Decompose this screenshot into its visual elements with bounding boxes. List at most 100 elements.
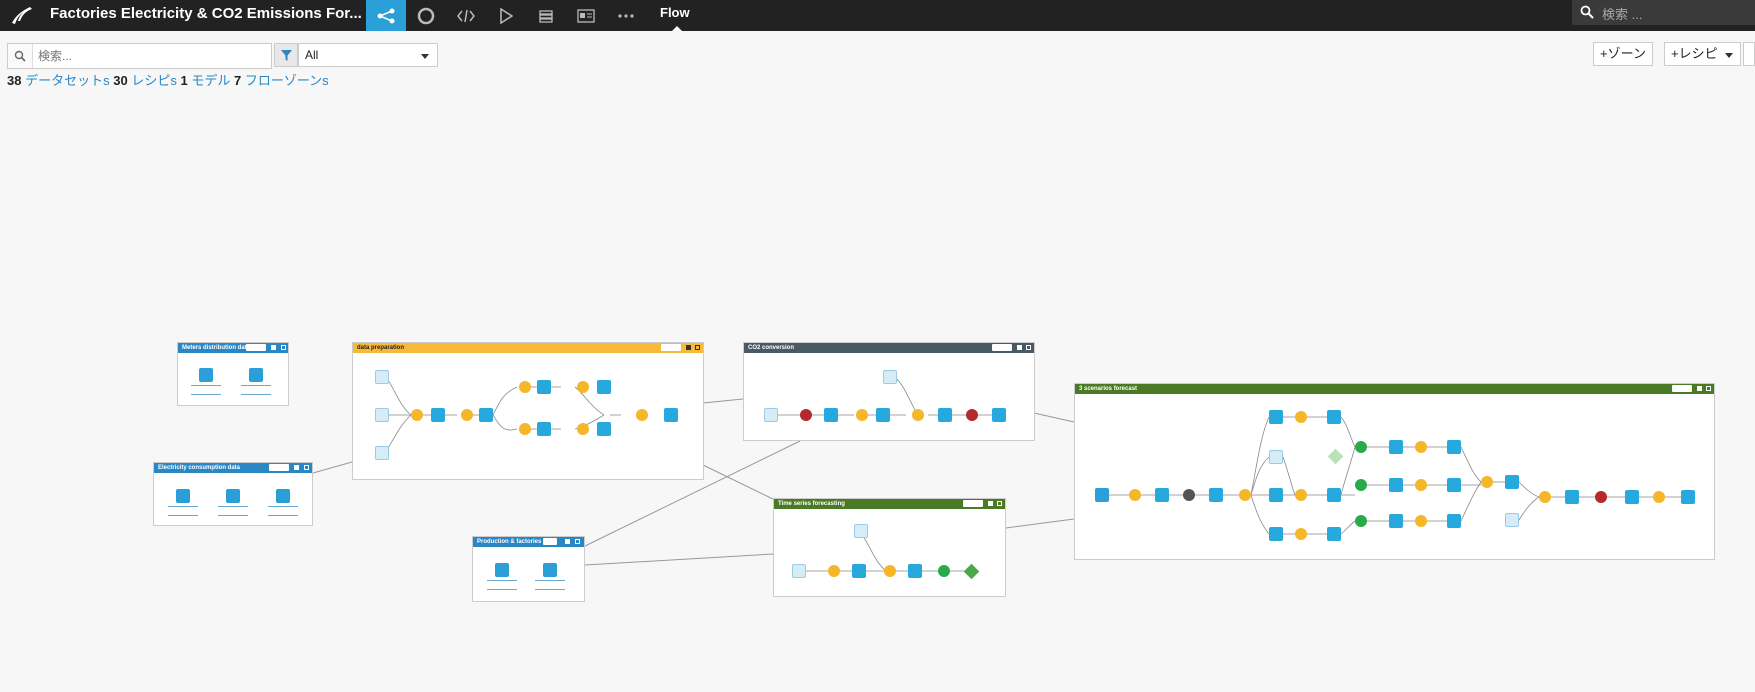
recipe-score-icon[interactable] (1355, 479, 1367, 491)
dataset-icon[interactable] (537, 380, 551, 394)
recipe-score-icon[interactable] (1355, 515, 1367, 527)
expand-icon[interactable] (281, 345, 286, 350)
dataset-upload-icon[interactable] (226, 489, 240, 503)
dataset-icon[interactable] (1269, 527, 1283, 541)
expand-icon[interactable] (1706, 386, 1711, 391)
dataset-upload-icon[interactable] (1095, 488, 1109, 502)
dataset-icon[interactable] (1269, 410, 1283, 424)
recipe-stack-icon[interactable] (636, 409, 648, 421)
dataset-icon[interactable] (664, 408, 678, 422)
dataset-ghost-icon[interactable] (375, 446, 389, 460)
lifebuoy-icon[interactable] (406, 0, 446, 31)
flow-icon[interactable] (366, 0, 406, 31)
more-icon[interactable] (606, 0, 646, 31)
dataset-icon[interactable] (908, 564, 922, 578)
edit-icon[interactable] (1017, 345, 1022, 350)
zone-meters-distribution[interactable]: Meters distribution data (177, 342, 289, 406)
stack-icon[interactable] (526, 0, 566, 31)
zone-tag[interactable] (543, 538, 557, 545)
dataset-icon[interactable] (876, 408, 890, 422)
dataset-icon[interactable] (597, 422, 611, 436)
zone-electricity-consumption[interactable]: Electricity consumption data (153, 462, 313, 526)
recipe-group-icon[interactable] (1653, 491, 1665, 503)
dataset-icon[interactable] (852, 564, 866, 578)
recipe-filter-icon[interactable] (828, 565, 840, 577)
dataset-upload-icon[interactable] (249, 368, 263, 382)
expand-icon[interactable] (304, 465, 309, 470)
dataset-icon[interactable] (824, 408, 838, 422)
recipe-prepare-icon[interactable] (1415, 441, 1427, 453)
dataset-upload-icon[interactable] (495, 563, 509, 577)
expand-icon[interactable] (997, 501, 1002, 506)
models-link[interactable]: モデル (191, 73, 231, 88)
tab-flow[interactable]: Flow (660, 5, 690, 20)
play-icon[interactable] (486, 0, 526, 31)
edit-icon[interactable] (271, 345, 276, 350)
add-zone-button[interactable]: +ゾーン (1593, 42, 1653, 66)
zones-link[interactable]: フローゾーンs (244, 73, 329, 88)
dataset-icon[interactable] (1389, 478, 1403, 492)
zone-co2-conversion[interactable]: CO2 conversion (743, 342, 1035, 441)
dataset-icon[interactable] (1209, 488, 1223, 502)
dataset-icon[interactable] (1447, 440, 1461, 454)
recipe-prepare-icon[interactable] (1129, 489, 1141, 501)
dataset-icon[interactable] (1155, 488, 1169, 502)
zone-production-factories[interactable]: Production & factories d... (472, 536, 585, 602)
expand-icon[interactable] (1026, 345, 1031, 350)
recipe-join-icon[interactable] (411, 409, 423, 421)
dataset-icon[interactable] (537, 422, 551, 436)
recipe-prepare-icon[interactable] (577, 423, 589, 435)
recipe-split-icon[interactable] (519, 423, 531, 435)
recipe-prepare-icon[interactable] (1295, 528, 1307, 540)
dataset-icon[interactable] (1447, 514, 1461, 528)
dataset-ghost-icon[interactable] (375, 370, 389, 384)
recipe-stack-icon[interactable] (1481, 476, 1493, 488)
recipe-prepare-icon[interactable] (577, 381, 589, 393)
recipe-python-icon[interactable] (800, 409, 812, 421)
edit-icon[interactable] (686, 345, 691, 350)
recipes-link[interactable]: レシピs (131, 73, 177, 88)
datasets-link[interactable]: データセットs (25, 73, 110, 88)
dataset-icon[interactable] (1565, 490, 1579, 504)
dataset-ghost-icon[interactable] (1269, 450, 1283, 464)
zone-tag[interactable] (963, 500, 983, 507)
recipe-sync-icon[interactable] (1183, 489, 1195, 501)
global-search[interactable]: 検索 ... (1572, 0, 1755, 25)
dataset-ghost-icon[interactable] (792, 564, 806, 578)
recipe-split-icon[interactable] (519, 381, 531, 393)
dashboard-icon[interactable] (566, 0, 606, 31)
dataset-upload-icon[interactable] (276, 489, 290, 503)
edit-icon[interactable] (988, 501, 993, 506)
dataset-icon[interactable] (1389, 514, 1403, 528)
recipe-join-icon[interactable] (1539, 491, 1551, 503)
dataset-ghost-icon[interactable] (854, 524, 868, 538)
zone-tag[interactable] (269, 464, 289, 471)
project-title[interactable]: Factories Electricity & CO2 Emissions Fo… (50, 5, 362, 22)
recipe-prepare-icon[interactable] (1295, 489, 1307, 501)
edit-icon[interactable] (294, 465, 299, 470)
zone-data-preparation[interactable]: data preparation (352, 342, 704, 480)
zone-time-series-forecasting[interactable]: Time series forecasting (773, 498, 1006, 597)
zone-tag[interactable] (661, 344, 681, 351)
recipe-prepare-icon[interactable] (856, 409, 868, 421)
filter-button[interactable] (274, 43, 298, 67)
dataset-icon[interactable] (431, 408, 445, 422)
dataset-upload-icon[interactable] (176, 489, 190, 503)
recipe-prepare-icon[interactable] (461, 409, 473, 421)
dataset-icon[interactable] (1681, 490, 1695, 504)
zone-tag[interactable] (1672, 385, 1692, 392)
zone-3-scenarios-forecast[interactable]: 3 scenarios forecast (1074, 383, 1715, 560)
recipe-train-icon[interactable] (938, 565, 950, 577)
dataset-upload-icon[interactable] (543, 563, 557, 577)
dataset-icon[interactable] (1505, 475, 1519, 489)
expand-icon[interactable] (575, 539, 580, 544)
dataset-ghost-icon[interactable] (1505, 513, 1519, 527)
dataset-icon[interactable] (479, 408, 493, 422)
dataset-icon[interactable] (1447, 478, 1461, 492)
recipe-prepare-icon[interactable] (1415, 479, 1427, 491)
recipe-prepare-icon[interactable] (1295, 411, 1307, 423)
recipe-prepare-icon[interactable] (1415, 515, 1427, 527)
recipe-join-icon[interactable] (912, 409, 924, 421)
flow-search-input[interactable] (36, 44, 270, 68)
code-icon[interactable] (446, 0, 486, 31)
